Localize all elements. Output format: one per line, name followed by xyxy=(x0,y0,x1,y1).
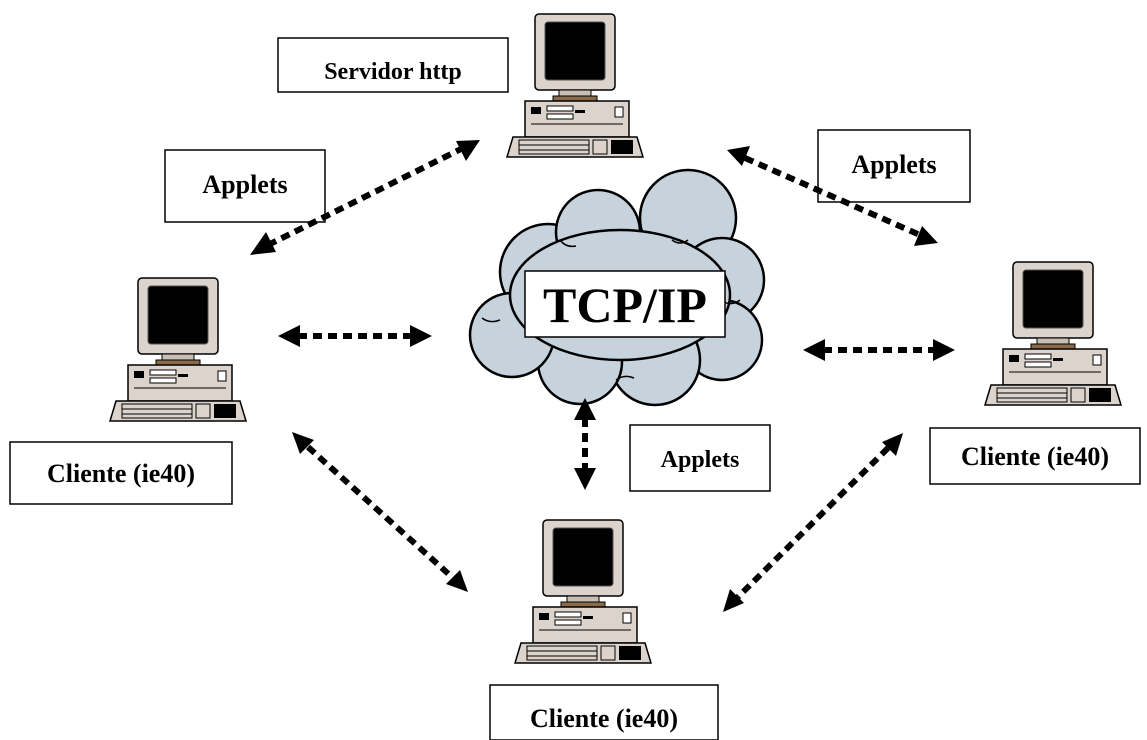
arrow-server-client-left xyxy=(250,140,480,255)
client-right-computer-icon xyxy=(984,261,1122,406)
arrow-network-client-bottom xyxy=(574,398,596,490)
applets-right-label: Applets xyxy=(851,150,936,179)
client-bottom-computer-icon xyxy=(514,519,652,664)
applets-right-box xyxy=(817,129,971,203)
tcp-ip-label: TCP/IP xyxy=(543,277,707,333)
arrow-client-right-client-bottom xyxy=(723,433,903,612)
server-computer-icon xyxy=(506,13,644,158)
client-right-label: Cliente (ie40) xyxy=(961,442,1109,471)
applets-bottom-label: Applets xyxy=(661,447,740,473)
server-label: Servidor http xyxy=(324,59,462,85)
client-bottom-label: Cliente (ie40) xyxy=(530,704,678,733)
client-left-label-box xyxy=(9,441,233,505)
client-left-computer-icon xyxy=(109,277,247,422)
applets-left-box xyxy=(164,149,326,223)
applets-bottom-box xyxy=(629,424,771,492)
client-bottom-label-box xyxy=(489,684,719,740)
arrow-network-client-right xyxy=(803,339,955,361)
server-label-box xyxy=(277,37,509,93)
applets-left-label: Applets xyxy=(202,170,287,199)
arrow-server-client-right xyxy=(727,146,938,246)
arrow-client-left-network xyxy=(278,325,432,347)
tcp-ip-label-box xyxy=(524,270,726,338)
client-left-label: Cliente (ie40) xyxy=(47,459,195,488)
arrow-client-left-client-bottom xyxy=(292,432,468,592)
client-right-label-box xyxy=(929,427,1141,485)
